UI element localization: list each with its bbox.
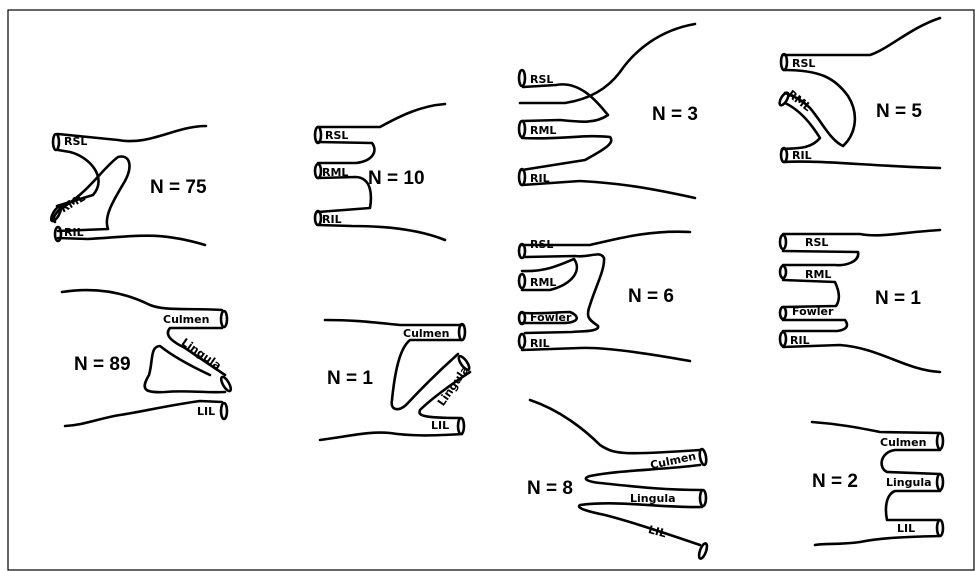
panel-right-n10: RSL RML RIL N = 10 (315, 104, 445, 240)
branch-label: RIL (790, 334, 810, 347)
branch-label: RIL (530, 337, 550, 350)
count-label: N = 3 (652, 104, 698, 125)
count-label: N = 8 (527, 478, 573, 499)
branch-label: Fowler (530, 311, 572, 324)
branch-label: RIL (792, 149, 812, 162)
branch-label: RIL (64, 226, 84, 239)
branch-label: RSL (325, 129, 348, 142)
branch-label: LIL (647, 523, 668, 540)
branch-label: RML (530, 124, 556, 137)
branch-label: RML (322, 166, 348, 179)
count-label: N = 75 (150, 177, 207, 198)
panel-outline (530, 400, 702, 545)
panel-left-n89: Culmen Lingula LIL N = 89 (62, 290, 233, 426)
count-label: N = 1 (327, 368, 373, 389)
branch-label: RSL (530, 73, 553, 86)
branch-label: RIL (322, 213, 342, 226)
branch-label: RIL (530, 172, 550, 185)
branch-label: RSL (64, 135, 87, 148)
count-label: N = 1 (875, 288, 921, 309)
branch-label: Lingula (886, 476, 932, 489)
panel-left-n8: Culmen Lingula LIL N = 8 (527, 400, 709, 560)
branch-label: Culmen (163, 313, 209, 326)
branch-label: RML (530, 276, 556, 289)
panel-right-n6: RSL RML Fowler RIL N = 6 (519, 232, 690, 361)
branch-label: RML (58, 191, 87, 215)
branch-label: RML (785, 88, 814, 115)
panel-left-n2: Culmen Lingula LIL N = 2 (812, 422, 943, 545)
branch-label: Culmen (880, 436, 926, 449)
branch-label: Lingula (630, 492, 676, 505)
branch-label: Lingula (179, 336, 224, 373)
count-label: N = 2 (812, 471, 858, 492)
branch-label: LIL (197, 405, 215, 418)
count-label: N = 10 (368, 168, 425, 189)
branch-label: RSL (792, 57, 815, 70)
count-label: N = 5 (876, 101, 922, 122)
branch-label: RSL (805, 236, 828, 249)
branch-label: Fowler (792, 305, 834, 318)
panel-right-n75: RSL RML RIL N = 75 (49, 126, 207, 245)
branch-label: LIL (431, 419, 449, 432)
count-label: N = 6 (628, 286, 674, 307)
panel-outline (782, 18, 940, 168)
branch-label: RSL (530, 238, 553, 251)
panel-right-n1: RSL RML Fowler RIL N = 1 (780, 230, 940, 372)
panel-left-n1: Culmen Lingula LIL N = 1 (320, 320, 472, 440)
panel-right-n3: RSL RML RIL N = 3 (519, 24, 698, 198)
panel-right-n5: RSL RML RIL N = 5 (778, 18, 940, 168)
count-label: N = 89 (74, 354, 131, 375)
branch-label: RML (805, 268, 831, 281)
branch-label: LIL (897, 522, 915, 535)
branch-label: Culmen (403, 327, 449, 340)
